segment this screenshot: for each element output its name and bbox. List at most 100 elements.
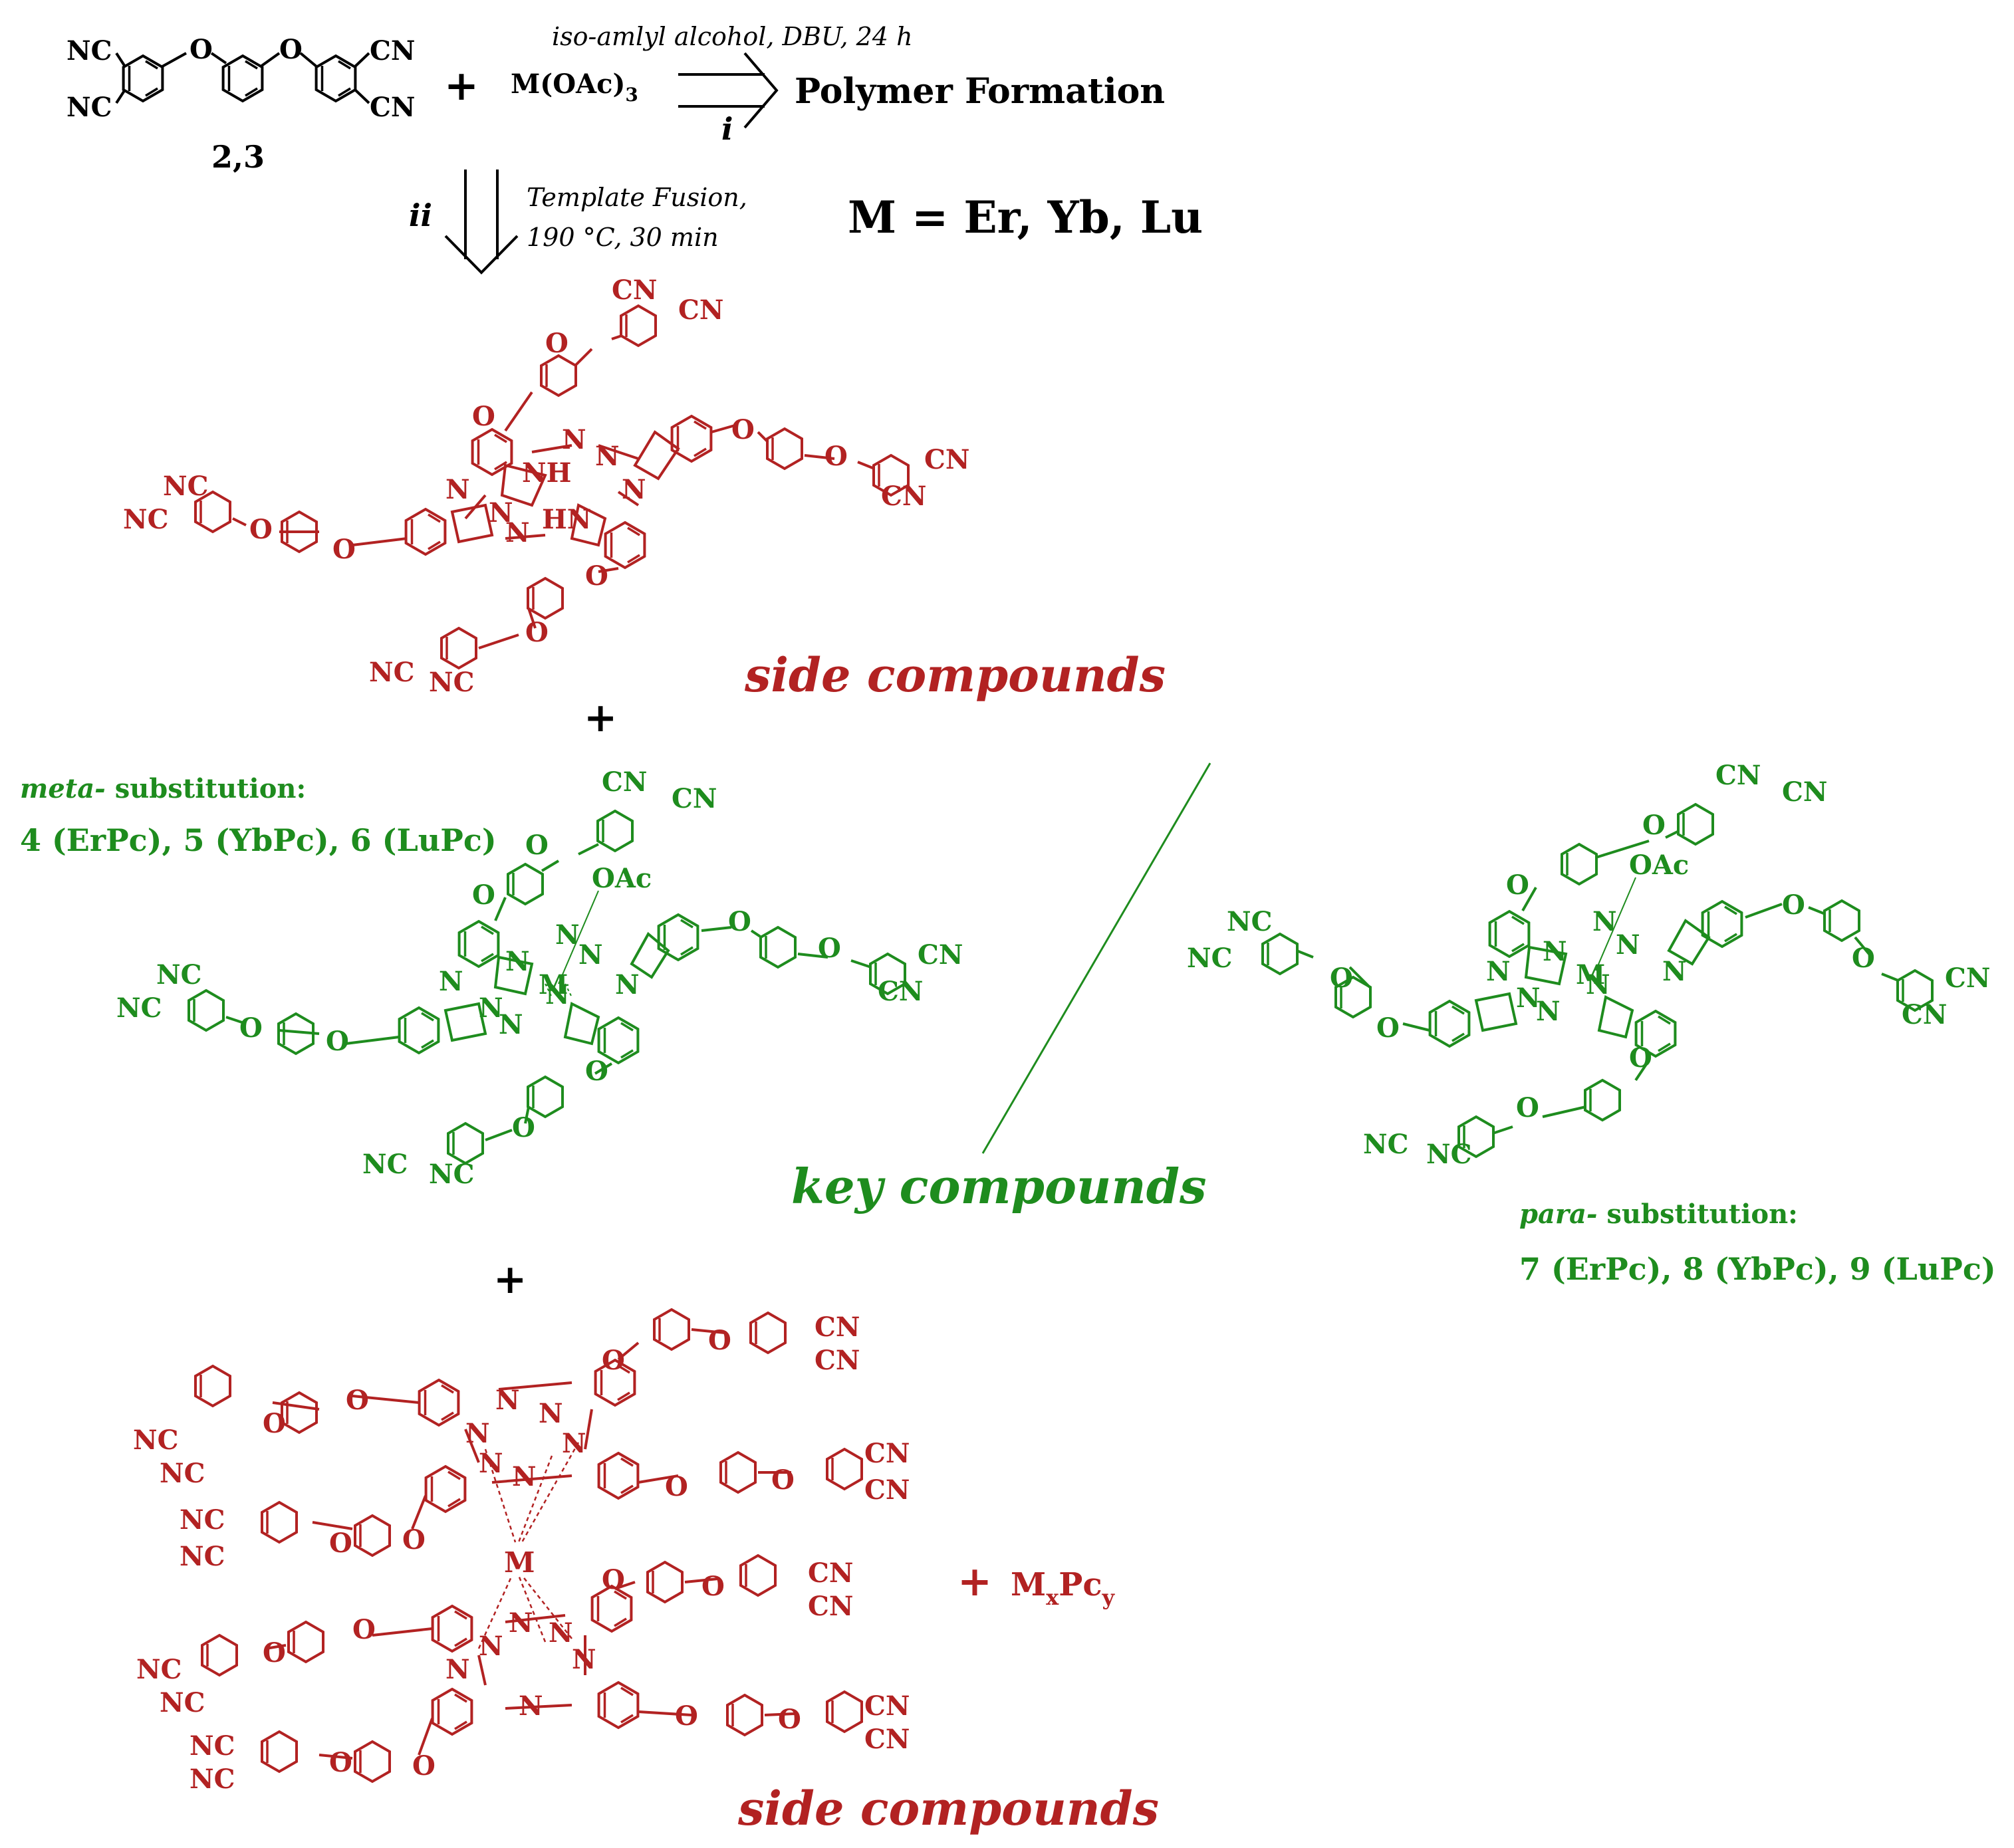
atom-label: O (1376, 1012, 1400, 1044)
atom-label: N (439, 966, 463, 997)
atom-label: O (1642, 810, 1666, 841)
atom-label: CN (1902, 999, 1947, 1030)
central-metal: M (539, 969, 568, 1000)
atom-label: CN (881, 481, 926, 512)
pc-core (398, 890, 699, 1064)
atom-label: O (189, 34, 213, 65)
atom-label: NC (163, 471, 208, 502)
atom-label: N (509, 1607, 533, 1639)
atom-label: N (495, 1385, 520, 1416)
atom-label: O (818, 933, 841, 964)
atom-label: NC (189, 1764, 235, 1795)
plus-sign: + (957, 1557, 992, 1605)
atom-label: O (472, 879, 495, 911)
mxpcy-label: MxPcy (1011, 1566, 1116, 1610)
bottom-side-compound: CN CN NC NC NC NC CN CN N N N N N N O O … (133, 1308, 1159, 1836)
atom-label: CN (918, 939, 963, 971)
atom-label: N (505, 517, 530, 548)
atom-label: O (824, 441, 848, 472)
atom-label: O (329, 1747, 352, 1778)
route-ii-conditions-2: 190 °C, 30 min (527, 223, 719, 252)
plus-sign: + (584, 695, 617, 741)
atom-label: N (519, 1690, 543, 1722)
meta-compound-list: 4 (ErPc), 5 (YbPc), 6 (LuPc) (20, 822, 497, 858)
route-ii: ii Template Fusion, 190 °C, 30 min (409, 170, 747, 275)
atom-label: N (1543, 936, 1567, 967)
atom-label: NC (369, 657, 414, 688)
atom-label: NC (116, 992, 162, 1024)
para-heading: para- substitution: (1519, 1199, 1798, 1230)
atom-label: N (562, 1428, 586, 1459)
atom-label: NC (123, 504, 168, 535)
divider-line (981, 762, 1211, 1154)
atom-label: N (595, 441, 620, 472)
atom-label: N (512, 1461, 537, 1492)
atom-label: N (479, 1448, 503, 1479)
meta-compound: meta- substitution: 4 (ErPc), 5 (YbPc), … (20, 766, 963, 1190)
atom-label: O (708, 1325, 731, 1356)
key-caption: key compounds (791, 1158, 1207, 1214)
atom-label: N (1486, 956, 1511, 987)
top-side-compound: CN CN NC NC NC NC CN CN NH HN N N N N N … (123, 275, 1166, 703)
atom-label: N (445, 474, 470, 505)
atom-label: CN (1782, 776, 1827, 808)
para-compound-list: 7 (ErPc), 8 (YbPc), 9 (LuPc) (1519, 1251, 1996, 1287)
atom-label: NC (362, 1149, 408, 1180)
atom-label: N (539, 1398, 563, 1429)
plus-sign: + (444, 61, 479, 110)
axial-ligand: OAc (1629, 850, 1689, 881)
atom-label: NC (160, 1458, 205, 1489)
atom-label: O (525, 617, 549, 648)
plus-sign: + (493, 1256, 527, 1303)
atom-label: O (239, 1012, 263, 1044)
atom-label: N (499, 1009, 523, 1040)
atom-label: N (622, 474, 646, 505)
atom-label: O (585, 1056, 608, 1087)
atom-label: N (549, 1617, 573, 1649)
bottom-side-caption: side compounds (737, 1781, 1159, 1836)
atom-label: N (479, 992, 503, 1024)
atom-label: O (1516, 1092, 1539, 1123)
route-ii-conditions-1: Template Fusion, (527, 183, 747, 212)
atom-label: NC (429, 667, 474, 698)
atom-label: CN (808, 1558, 853, 1589)
atom-label: O (472, 401, 495, 432)
atom-label: N (479, 1631, 503, 1662)
atom-label: O (249, 514, 273, 545)
atom-label: O (1782, 889, 1805, 921)
route-i-conditions: iso-amlyl alcohol, DBU, 24 h (552, 22, 913, 51)
atom-label: N (445, 1654, 470, 1685)
atom-label: HN (542, 504, 591, 535)
pc-core (1428, 877, 1743, 1058)
atom-label: CN (815, 1345, 860, 1376)
meta-heading: meta- substitution: (20, 773, 306, 804)
atom-label: O (585, 560, 608, 592)
atom-label: N (572, 1644, 596, 1675)
atom-label: NC (66, 35, 112, 66)
atom-label: N (1516, 982, 1541, 1014)
atom-label: O (279, 34, 303, 65)
atom-label: CN (864, 1438, 910, 1469)
atom-label: O (602, 1345, 625, 1376)
atom-label: O (778, 1704, 801, 1735)
atom-label: N (1662, 956, 1687, 987)
atom-label: NC (189, 1730, 235, 1762)
route-i-product: Polymer Formation (795, 71, 1165, 112)
atom-label: N (1586, 969, 1610, 1000)
atom-label: CN (864, 1474, 910, 1506)
atom-label: CN (678, 294, 723, 326)
atom-label: O (665, 1471, 688, 1502)
reagent-formula: M(OAc)3 (511, 68, 638, 106)
atom-label: N (465, 1418, 490, 1449)
atom-label: O (728, 906, 751, 937)
atom-label: NC (160, 1687, 205, 1718)
atom-label: O (731, 414, 755, 445)
atom-label: NC (1426, 1139, 1471, 1170)
reactant-group: NC NC O O CN CN 2,3 + M(OAc)3 (66, 34, 638, 175)
atom-label: O (352, 1614, 376, 1645)
atom-label: O (329, 1528, 352, 1559)
atom-label: N (489, 497, 513, 528)
route-i: iso-amlyl alcohol, DBU, 24 h i Polymer F… (552, 22, 1165, 147)
atom-label: CN (672, 783, 717, 814)
